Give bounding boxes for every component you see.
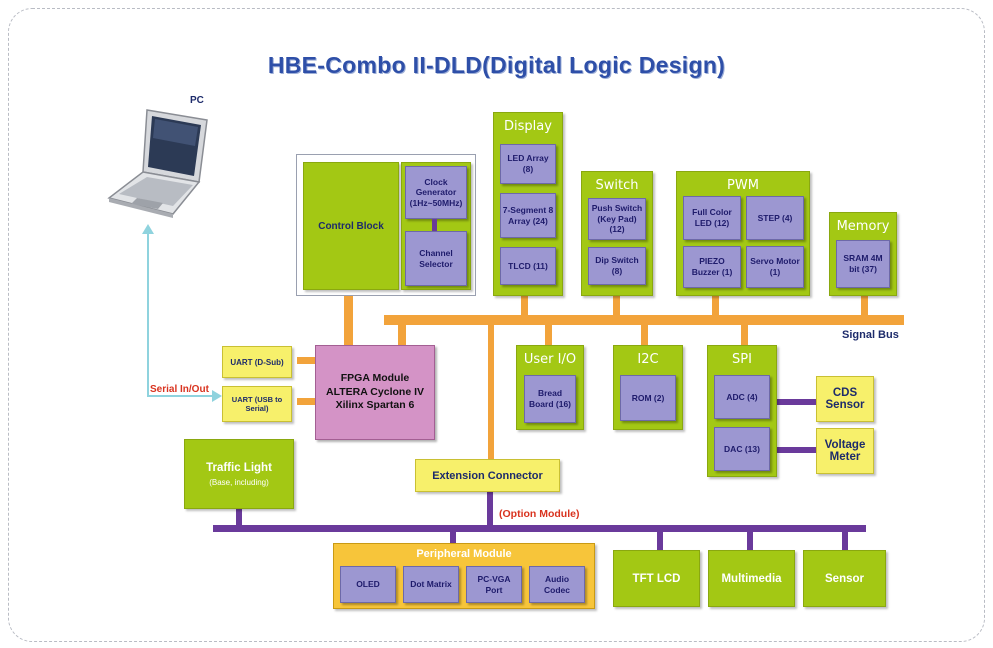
tft-lcd: TFT LCD [613,550,700,607]
spi-title: SPI [732,352,752,367]
option-bus-connector [450,530,456,544]
fpga-title: FPGA Module [340,372,410,385]
uart-dsub: UART (D-Sub) [222,346,292,378]
dac: DAC (13) [714,427,770,471]
bus-connector [521,295,528,317]
option-bus-connector [747,530,753,550]
signal-bus-label: Signal Bus [842,329,899,341]
control-block: Control Block [303,162,399,290]
step-motor: STEP (4) [746,196,804,240]
traffic-light-title: Traffic Light [206,461,272,474]
extension-connector: Extension Connector [415,459,560,492]
push-switch: Push Switch (Key Pad) (12) [588,198,646,240]
switch-title: Switch [595,178,639,193]
pwm-title: PWM [727,178,759,193]
tlcd: TLCD (11) [500,247,556,285]
rom: ROM (2) [620,375,676,421]
traffic-light-sub: (Base, including) [209,477,269,487]
clock-generator: Clock Generator (1Hz~50MHz) [405,166,467,219]
serial-line [147,232,149,396]
user-io-title: User I/O [523,352,577,367]
adc: ADC (4) [714,375,770,419]
laptop-icon [107,109,208,218]
led-array: LED Array (8) [500,144,556,184]
full-color-led: Full Color LED (12) [683,196,741,240]
option-bus-connector [842,530,848,550]
uart-usb: UART (USB to Serial) [222,386,292,422]
memory-title: Memory [836,219,890,234]
serial-label: Serial In/Out [150,384,209,395]
option-bus-line [213,525,866,532]
spi-sensor-link [776,447,818,453]
option-bus-connector [657,530,663,550]
sensor: Sensor [803,550,886,607]
fpga-module: FPGA Module ALTERA Cyclone IV Xilinx Spa… [315,345,435,440]
display-title: Display [504,119,552,134]
oled: OLED [340,566,396,603]
fpga-xilinx: Xilinx Spartan 6 [335,399,415,412]
bus-connector [545,320,552,346]
voltage-meter: Voltage Meter [816,428,874,474]
serial-line [147,395,215,397]
sram: SRAM 4M bit (37) [836,240,890,288]
diagram-frame [8,8,985,642]
traffic-light: Traffic Light (Base, including) [184,439,294,509]
piezo-buzzer: PIEZO Buzzer (1) [683,246,741,288]
dip-switch: Dip Switch (8) [588,247,646,285]
bus-connector [741,320,748,346]
cds-sensor: CDS Sensor [816,376,874,422]
option-bus-connector [487,491,493,527]
i2c-title: I2C [637,352,659,367]
diagram-title: HBE-Combo II-DLD(Digital Logic Design) [267,52,726,78]
servo-motor: Servo Motor (1) [746,246,804,288]
bus-connector [398,320,406,348]
bus-connector [344,296,353,348]
arrow-up-icon [142,224,154,234]
bus-connector [297,398,317,405]
spi-sensor-link [776,399,818,405]
bus-connector [488,320,494,460]
bus-connector [641,320,648,346]
seven-segment-array: 7-Segment 8 Array (24) [500,193,556,238]
pc-vga-port: PC-VGA Port [466,566,522,603]
dot-matrix: Dot Matrix [403,566,459,603]
channel-selector: Channel Selector [405,231,467,286]
peripheral-title: Peripheral Module [416,548,512,560]
arrow-right-icon [212,390,222,402]
bread-board: Bread Board (16) [524,375,576,423]
option-module-label: (Option Module) [499,508,580,520]
bus-connector [712,295,719,317]
clock-channel-link [432,219,437,231]
fpga-altera: ALTERA Cyclone IV [325,385,424,398]
audio-codec: Audio Codec [529,566,585,603]
bus-connector [297,357,317,364]
bus-connector [861,295,868,317]
multimedia: Multimedia [708,550,795,607]
pc-label: PC [190,95,204,106]
bus-connector [613,295,620,317]
option-bus-connector [236,508,242,528]
